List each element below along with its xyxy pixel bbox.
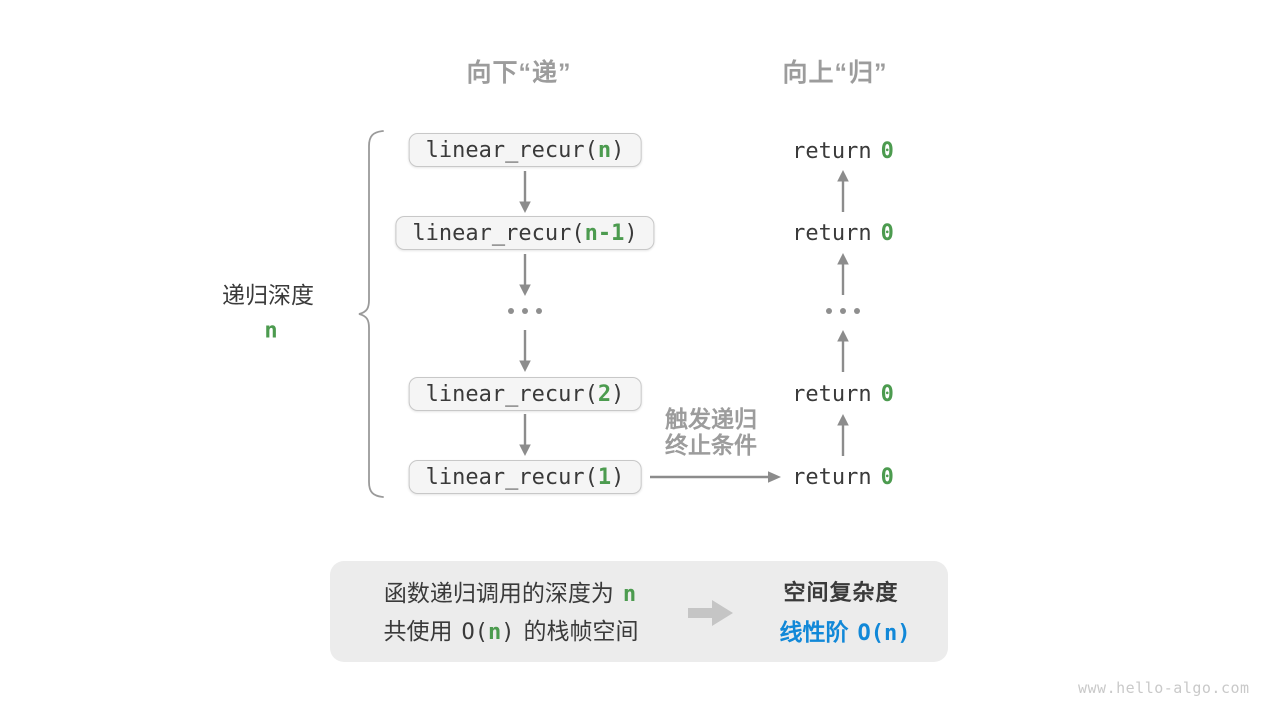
call-box-2: linear_recur(2)	[408, 377, 642, 411]
call-arg: n-1	[584, 221, 625, 246]
call-box-1: linear_recur(1)	[408, 460, 642, 494]
call-text: linear_recur(	[412, 221, 585, 246]
call-text: linear_recur(	[425, 465, 598, 490]
depth-brace	[358, 130, 384, 498]
down-arrow-icon	[519, 414, 531, 456]
depth-value: n	[264, 318, 278, 344]
down-arrow-icon	[519, 330, 531, 372]
call-box-n-1: linear_recur(n-1)	[395, 216, 655, 250]
call-text: )	[611, 382, 625, 407]
call-text: linear_recur(	[425, 382, 598, 407]
return-ellipsis	[826, 308, 860, 314]
base-case-label: 触发递归 终止条件	[665, 406, 757, 458]
call-text: linear_recur(	[425, 138, 598, 163]
column-header-ascend: 向上“归”	[782, 59, 888, 87]
column-header-descend: 向下“递”	[466, 59, 572, 87]
call-arg: 2	[597, 382, 612, 407]
up-arrow-icon	[837, 253, 849, 295]
down-arrow-icon	[519, 254, 531, 296]
call-text: )	[624, 221, 638, 246]
call-text: )	[611, 465, 625, 490]
down-arrow-icon	[519, 171, 531, 213]
block-right-arrow-icon	[688, 600, 733, 626]
up-arrow-icon	[837, 170, 849, 212]
up-arrow-icon	[837, 330, 849, 372]
call-box-n: linear_recur(n)	[408, 133, 642, 167]
up-arrow-icon	[837, 414, 849, 456]
depth-label: 递归深度	[222, 282, 314, 308]
call-text: )	[611, 138, 625, 163]
call-arg: 1	[597, 465, 612, 490]
stack-ellipsis	[508, 308, 542, 314]
summary-panel	[330, 561, 948, 662]
right-arrow-icon	[650, 471, 781, 483]
summary-title: 空间复杂度	[783, 580, 899, 605]
site-watermark: www.hello-algo.com	[1078, 679, 1250, 697]
call-arg: n	[597, 138, 612, 163]
